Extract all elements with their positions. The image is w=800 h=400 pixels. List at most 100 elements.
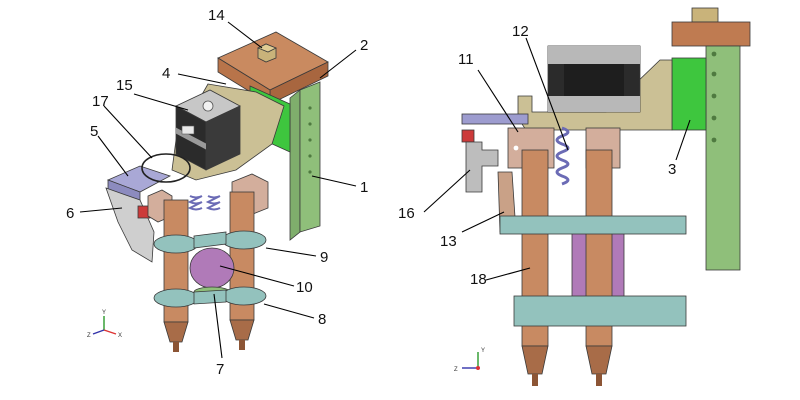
axis-origin xyxy=(476,366,480,370)
axis-triad-left: Y X Z xyxy=(87,310,122,339)
motor-cap-top xyxy=(548,46,640,64)
leader-15 xyxy=(133,93,189,111)
lavender-bar-right xyxy=(461,113,529,125)
rod-nozzle-2 xyxy=(596,374,602,386)
leader-14 xyxy=(227,21,263,49)
callout-9: 9 xyxy=(320,249,328,266)
callout-12: 12 xyxy=(512,23,529,40)
clamp-upper-right xyxy=(499,215,687,235)
side-view: Y Z 11 12 3 16 13 18 xyxy=(398,7,751,386)
leader-4 xyxy=(177,73,227,85)
callout-17: 17 xyxy=(92,93,109,110)
axis-label-y: Y xyxy=(102,310,106,316)
leader-2 xyxy=(319,49,357,79)
callout-16: 16 xyxy=(398,205,415,222)
axis-x xyxy=(103,329,117,335)
red-tab-right xyxy=(461,129,475,143)
detail-circle xyxy=(141,153,191,183)
clamp-lower-left xyxy=(153,286,267,308)
leader-11 xyxy=(477,69,519,133)
motor-band xyxy=(564,64,624,96)
leader-18 xyxy=(485,267,531,281)
axis-label-x: X xyxy=(118,333,122,339)
axis-label-z: Z xyxy=(87,333,91,339)
callout-6: 6 xyxy=(66,205,74,222)
leader-7 xyxy=(213,293,223,359)
callout-7: 7 xyxy=(216,361,224,378)
leader-5 xyxy=(97,135,129,177)
top-nut-right xyxy=(691,7,719,23)
rods-right xyxy=(521,149,613,386)
leader-lines-left xyxy=(79,21,357,359)
top-nut xyxy=(257,43,277,63)
clamp-bridge xyxy=(193,231,227,249)
stepper-motor-right xyxy=(547,45,641,113)
clamp-ring xyxy=(221,286,267,306)
frame-side xyxy=(289,89,301,241)
spring xyxy=(205,195,221,211)
axis-triad-right: Y Z xyxy=(454,348,485,373)
leader-1 xyxy=(311,175,357,187)
spring xyxy=(187,195,203,211)
leader-8 xyxy=(263,303,315,319)
callout-5: 5 xyxy=(90,123,98,140)
isometric-view: Y X Z 14 2 4 15 17 5 6 1 xyxy=(66,7,368,378)
leader-9 xyxy=(265,247,317,257)
frame-hole xyxy=(711,71,717,77)
callout-13: 13 xyxy=(440,233,457,250)
clamp-ring xyxy=(153,234,199,254)
leader-10 xyxy=(219,265,295,287)
motor-connector xyxy=(181,125,195,135)
clamp-bridge xyxy=(193,289,227,305)
clamp-lower-right xyxy=(513,295,687,327)
stepper-motor-left xyxy=(175,89,241,171)
leader-16 xyxy=(423,169,471,213)
motor-shaft xyxy=(202,100,214,112)
frame-hole xyxy=(308,154,312,158)
callouts-right: 11 12 3 16 13 18 xyxy=(398,23,676,288)
callout-3: 3 xyxy=(668,161,676,178)
rod-nozzle-2 xyxy=(239,340,245,350)
wood-block-right xyxy=(671,21,751,47)
callout-1: 1 xyxy=(360,179,368,196)
frame-vertical-right xyxy=(705,45,741,271)
callout-18: 18 xyxy=(470,271,487,288)
leader-17 xyxy=(103,105,153,159)
callouts-left: 14 2 4 15 17 5 6 1 9 10 8 7 xyxy=(66,7,368,378)
rod-tip-1 xyxy=(163,321,189,343)
frame-vertical-left xyxy=(289,81,321,241)
rod-nozzle-1 xyxy=(173,342,179,352)
leader-12 xyxy=(525,37,569,151)
frame-hole xyxy=(308,170,312,174)
rod-tip-1 xyxy=(521,345,549,375)
axis-z xyxy=(92,329,105,335)
leader-lines-right xyxy=(423,37,691,281)
frame-hole xyxy=(711,51,717,57)
spring-right xyxy=(555,126,570,186)
frame-hole xyxy=(308,122,312,126)
leader-3 xyxy=(675,119,691,161)
callout-14: 14 xyxy=(208,7,225,24)
rod-tip-2 xyxy=(229,319,255,341)
frame-hole xyxy=(308,138,312,142)
leader-6 xyxy=(79,207,123,213)
callout-11: 11 xyxy=(458,51,474,68)
clamp-ring xyxy=(221,230,267,250)
springs-left xyxy=(187,195,221,211)
block-hole xyxy=(513,145,519,151)
frame-hole xyxy=(308,106,312,110)
callout-10: 10 xyxy=(296,279,313,296)
callout-15: 15 xyxy=(116,77,133,94)
motor-side xyxy=(205,105,241,171)
callout-4: 4 xyxy=(162,65,170,82)
green-plate-right xyxy=(671,57,707,131)
clamp-upper-left xyxy=(153,230,267,254)
motor-cap-bottom xyxy=(548,96,640,112)
clamp-ring xyxy=(153,288,199,308)
holder-plate-left xyxy=(105,187,155,263)
nut-top xyxy=(257,43,277,53)
wood-block-left xyxy=(217,31,329,105)
axis-label-y: Y xyxy=(481,348,485,354)
frame-holes-right xyxy=(711,51,717,143)
holder-right xyxy=(465,141,499,193)
